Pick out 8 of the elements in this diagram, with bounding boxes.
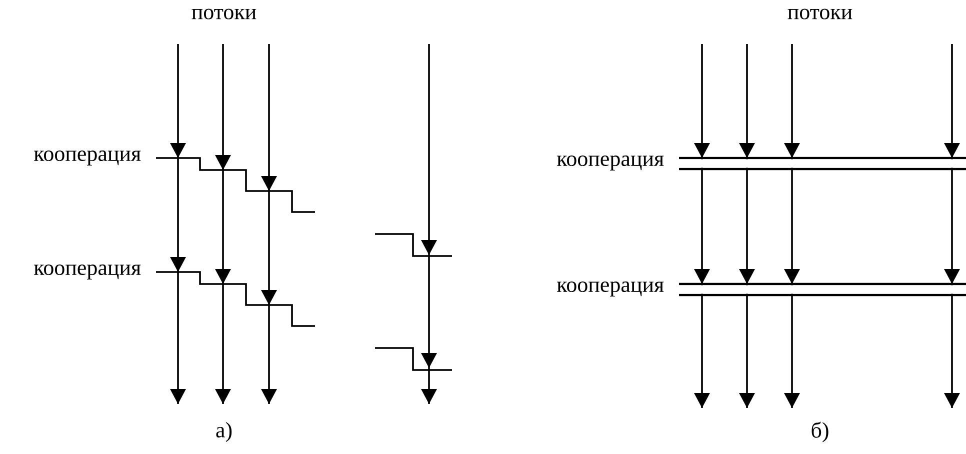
cooperation-label: кооперация [556, 155, 664, 170]
panel-label: а) [216, 422, 232, 442]
panel-label: б) [812, 422, 828, 442]
axis-title: потоки [192, 8, 256, 20]
cooperation-label: кооперация [34, 264, 141, 280]
axis-title: потоки [788, 8, 852, 20]
cooperation-label: кооперация [556, 281, 664, 296]
cooperation-label: кооперация [34, 150, 141, 166]
